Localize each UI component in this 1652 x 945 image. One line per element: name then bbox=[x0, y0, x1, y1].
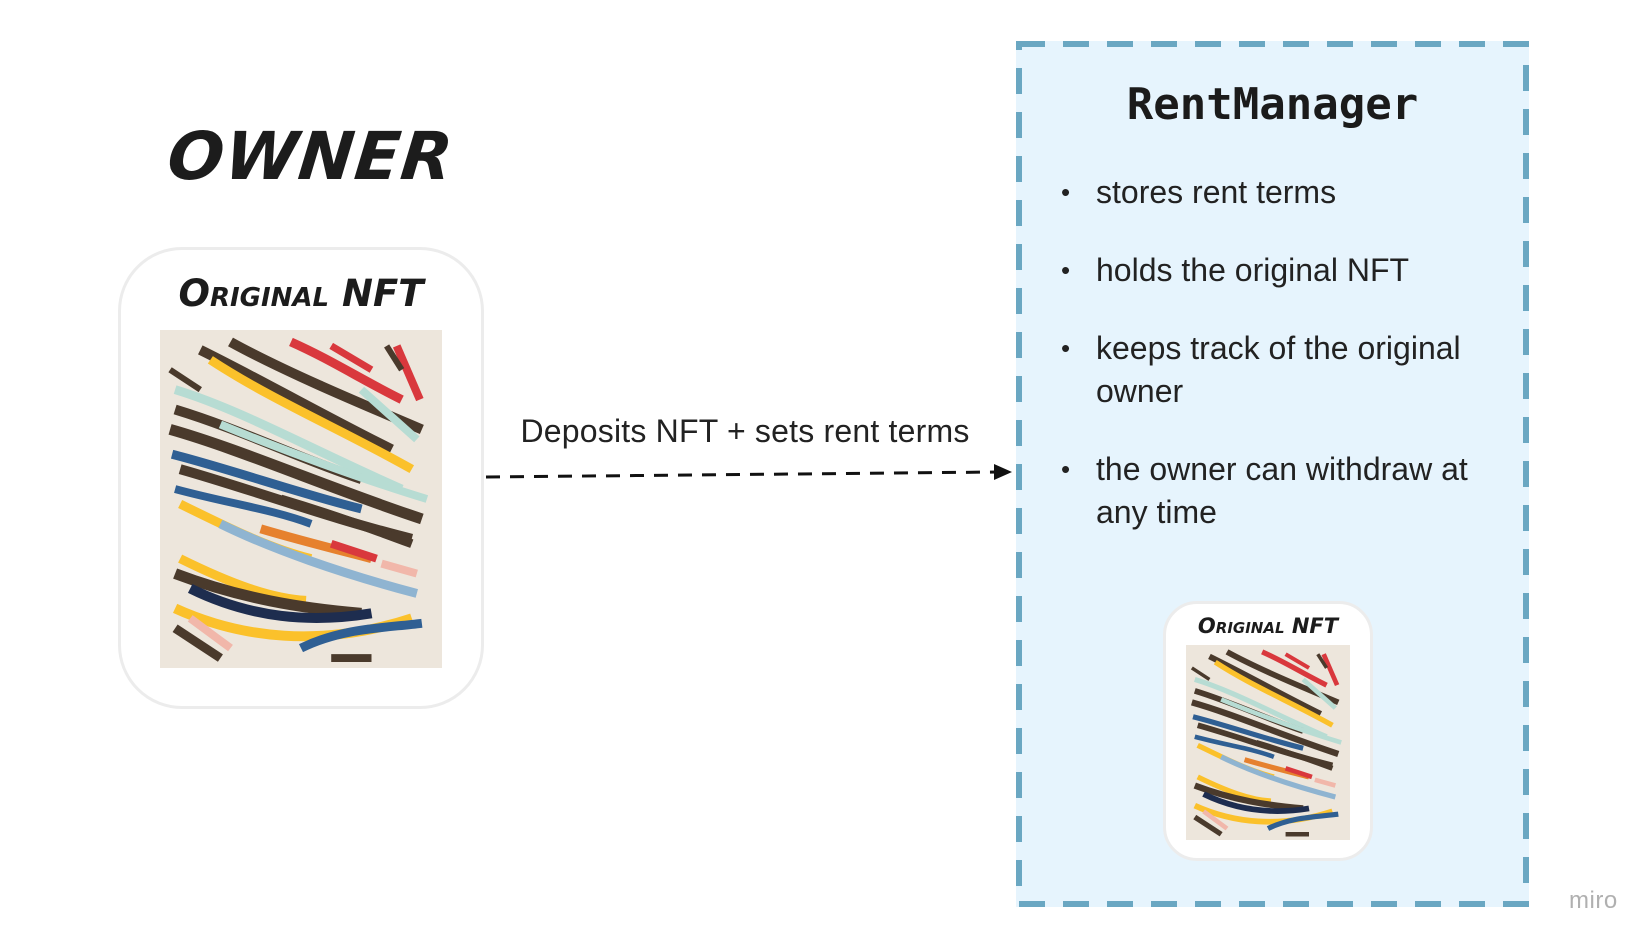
deposit-arrow-label: Deposits NFT + sets rent terms bbox=[520, 413, 970, 449]
art-stroke bbox=[207, 356, 415, 474]
nft-stripe-artwork bbox=[168, 337, 429, 663]
art-stroke bbox=[329, 342, 374, 373]
art-stroke bbox=[187, 584, 373, 623]
art-stroke bbox=[1220, 697, 1342, 745]
miro-watermark: miro bbox=[1569, 887, 1618, 914]
art-stroke bbox=[1196, 774, 1272, 804]
art-stroke bbox=[1194, 734, 1275, 759]
art-stroke bbox=[1284, 766, 1313, 780]
owner-nft-card-title: Original NFT bbox=[178, 272, 424, 315]
art-stroke bbox=[1208, 653, 1323, 717]
art-stroke bbox=[1301, 677, 1337, 710]
rent-manager-dashed-border bbox=[1016, 41, 1529, 907]
held-nft-card-title: Original NFT bbox=[1197, 614, 1339, 638]
bullet-icon: • bbox=[1061, 255, 1071, 285]
art-stroke bbox=[170, 449, 363, 514]
art-stroke bbox=[187, 615, 233, 652]
owner-title: OWNER bbox=[163, 118, 458, 195]
art-stroke bbox=[1213, 660, 1334, 728]
rent-manager-list-item: • stores rent terms bbox=[1056, 171, 1496, 214]
art-stroke bbox=[1266, 811, 1339, 831]
art-stroke bbox=[1193, 814, 1223, 837]
art-stroke bbox=[1193, 782, 1304, 812]
art-stroke bbox=[380, 559, 418, 578]
art-stroke bbox=[329, 539, 378, 563]
art-stroke bbox=[174, 485, 313, 528]
art-stroke bbox=[1194, 676, 1328, 740]
art-stroke bbox=[289, 337, 404, 404]
rent-manager-item-text: the owner can withdraw at any time bbox=[1096, 451, 1468, 530]
art-stroke bbox=[218, 420, 429, 503]
art-stroke bbox=[1321, 653, 1340, 687]
nft-stripe-artwork bbox=[1190, 649, 1342, 837]
owner-nft-artwork bbox=[160, 330, 442, 668]
art-stroke bbox=[358, 386, 420, 443]
rent-manager-list-item: • the owner can withdraw at any time bbox=[1056, 448, 1496, 534]
rent-manager-list-item: • keeps track of the original owner bbox=[1056, 327, 1496, 413]
art-stroke bbox=[1314, 777, 1337, 788]
rent-manager-item-text: keeps track of the original owner bbox=[1096, 330, 1461, 409]
art-stroke bbox=[1202, 809, 1229, 831]
rent-manager-list-item: • holds the original NFT bbox=[1056, 249, 1496, 292]
owner-nft-card[interactable]: Original NFT bbox=[118, 247, 484, 709]
held-nft-artwork bbox=[1186, 645, 1350, 840]
art-stroke bbox=[173, 385, 404, 494]
rent-manager-container[interactable]: RentManager • stores rent terms • holds th… bbox=[1016, 41, 1529, 907]
bullet-icon: • bbox=[1061, 454, 1071, 484]
art-stroke bbox=[173, 568, 362, 619]
art-stroke bbox=[384, 344, 405, 372]
rent-manager-item-text: stores rent terms bbox=[1096, 174, 1337, 210]
art-stroke bbox=[168, 424, 424, 525]
rent-manager-title: RentManager bbox=[1126, 79, 1419, 130]
art-stroke bbox=[279, 494, 414, 548]
art-stroke bbox=[1190, 699, 1340, 757]
art-stroke bbox=[218, 519, 418, 598]
art-stroke bbox=[1255, 740, 1334, 771]
art-stroke bbox=[1219, 754, 1337, 800]
art-stroke bbox=[178, 554, 307, 605]
art-stroke bbox=[1202, 791, 1310, 814]
rent-manager-item-text: holds the original NFT bbox=[1096, 252, 1410, 288]
art-stroke bbox=[1261, 649, 1328, 688]
art-stroke bbox=[172, 624, 223, 662]
bullet-icon: • bbox=[1061, 177, 1071, 207]
art-stroke bbox=[1192, 714, 1304, 751]
rent-manager-list: • stores rent terms • holds the original N… bbox=[1056, 171, 1496, 569]
art-stroke bbox=[298, 618, 423, 653]
bullet-icon: • bbox=[1061, 333, 1071, 363]
art-stroke bbox=[198, 345, 394, 454]
art-stroke bbox=[1316, 653, 1329, 669]
art-stroke bbox=[1284, 652, 1311, 670]
art-stroke bbox=[1190, 666, 1211, 681]
art-stroke bbox=[168, 367, 202, 393]
art-stroke bbox=[392, 344, 424, 402]
held-nft-card[interactable]: Original NFT bbox=[1163, 601, 1373, 861]
